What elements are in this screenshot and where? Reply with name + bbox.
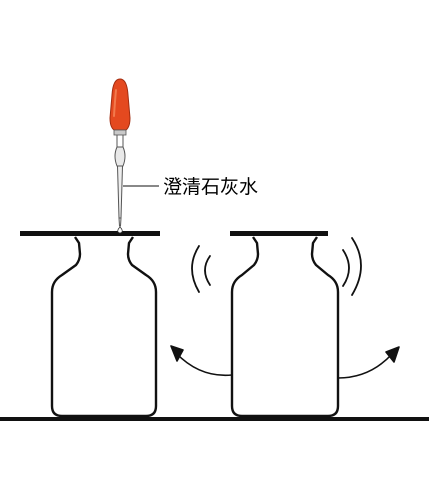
- dropper-glass-bulge: [114, 146, 126, 167]
- vibration-left-inner: [204, 255, 211, 286]
- swirl-arrowhead-right: [385, 346, 400, 363]
- reagent-label: 澄清石灰水: [163, 176, 258, 198]
- vibration-right-inner: [342, 249, 350, 287]
- swirl-arrow-right: [337, 353, 393, 379]
- dropper-tip: [118, 217, 122, 227]
- right-bottle-body: [230, 236, 340, 418]
- dropper-icon: [109, 78, 131, 227]
- liquid-drop: [117, 226, 123, 234]
- glass-plate: [20, 231, 160, 236]
- stopper-top: [230, 231, 328, 236]
- dropper-bulb: [109, 78, 131, 131]
- vibration-right-outer: [351, 237, 362, 296]
- dropper-upper-stem: [116, 135, 124, 147]
- left-bottle-body: [50, 236, 158, 418]
- swirl-arrow-left: [175, 352, 233, 377]
- vibration-lines-icon: [191, 237, 362, 296]
- left-bottle: [20, 231, 160, 418]
- right-bottle: [230, 231, 340, 418]
- swirl-arrowhead-left: [170, 345, 184, 362]
- vibration-left-outer: [191, 245, 200, 293]
- dropper-tube: [116, 165, 124, 219]
- swirl-arrow-icon: [170, 345, 400, 379]
- dropper-collar: [113, 129, 127, 136]
- dropper-bulb-highlight: [113, 89, 117, 117]
